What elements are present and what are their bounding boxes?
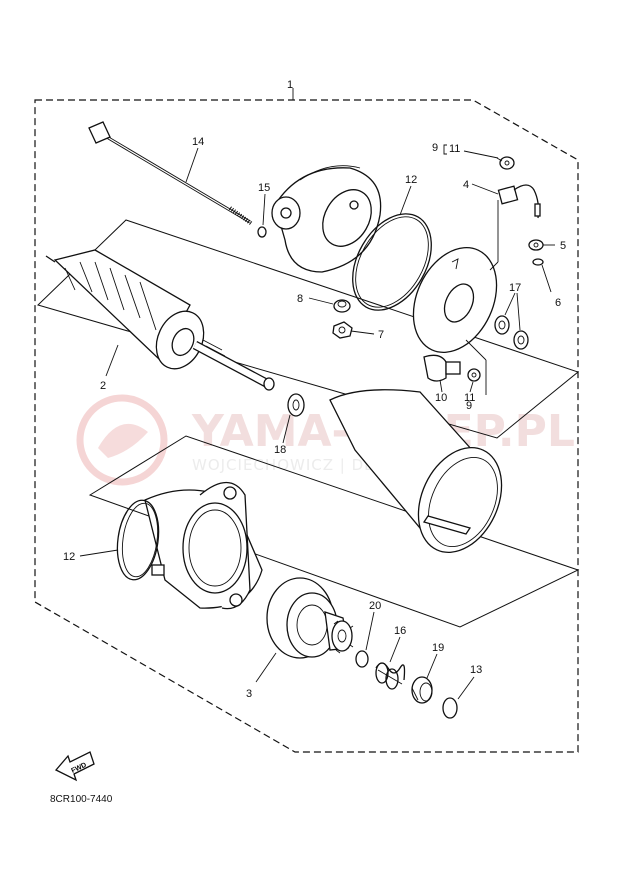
callout-13: 13 bbox=[470, 664, 482, 676]
collar-part-19 bbox=[411, 676, 433, 704]
callout-2: 2 bbox=[100, 380, 106, 392]
circlip-part-20 bbox=[355, 650, 369, 668]
callout-11-bottom: 11 bbox=[464, 392, 475, 404]
screw-with-washer-bottom bbox=[467, 368, 481, 382]
washers-part-17 bbox=[494, 315, 529, 350]
o-ring-small bbox=[257, 226, 267, 238]
leader-17b bbox=[516, 292, 521, 331]
brush-plate bbox=[412, 246, 498, 354]
leader-13 bbox=[457, 676, 475, 700]
leader-brush-group bbox=[465, 339, 487, 361]
leader-6 bbox=[541, 264, 552, 293]
leader-3 bbox=[255, 652, 277, 683]
leader-11b bbox=[469, 381, 474, 393]
rear-cover bbox=[271, 165, 382, 273]
callout-6: 6 bbox=[555, 297, 561, 309]
watermark-logo-mark bbox=[98, 423, 148, 458]
callout-3: 3 bbox=[246, 688, 252, 700]
assembly-boundary bbox=[34, 99, 579, 753]
callout-11-top: 11 bbox=[449, 143, 460, 155]
leader-11a bbox=[463, 150, 499, 159]
starter-clutch bbox=[266, 577, 354, 659]
o-ring-large-rear bbox=[352, 213, 432, 311]
nut-part-5 bbox=[528, 239, 544, 251]
leader-17a bbox=[504, 292, 516, 316]
leader-20 bbox=[365, 611, 375, 651]
leader-2 bbox=[105, 344, 119, 377]
front-cover bbox=[144, 481, 263, 610]
long-bolt bbox=[88, 121, 254, 226]
leader-15 bbox=[262, 193, 266, 226]
leader-16 bbox=[389, 636, 401, 663]
leader-7 bbox=[350, 330, 375, 335]
leader-8 bbox=[308, 297, 334, 305]
yoke-housing bbox=[329, 389, 503, 554]
bracket-9-11 bbox=[443, 144, 447, 155]
callout-12-top: 12 bbox=[405, 174, 417, 186]
callout-1: 1 bbox=[287, 79, 293, 91]
o-ring-large-front-inner bbox=[121, 502, 159, 578]
o-ring-large-front bbox=[116, 499, 160, 581]
o-ring-part-6 bbox=[532, 258, 544, 266]
callout-7: 7 bbox=[378, 329, 384, 341]
watermark: YAMA-SKLEP.PL WOJCIECHOWICZ | DEALER YAM… bbox=[76, 394, 575, 486]
callout-15: 15 bbox=[258, 182, 270, 194]
drawing-code: 8CR100-7440 bbox=[50, 794, 113, 805]
leader-4-ext2 bbox=[489, 261, 499, 271]
callout-4: 4 bbox=[463, 179, 469, 191]
leader-14 bbox=[185, 147, 199, 183]
leader-19 bbox=[426, 653, 438, 679]
nut-part-7 bbox=[332, 321, 353, 339]
armature-plane bbox=[37, 219, 580, 439]
leader-12b bbox=[79, 549, 119, 557]
leader-4 bbox=[471, 183, 499, 195]
leader-10 bbox=[439, 379, 443, 393]
watermark-logo-icon bbox=[76, 394, 168, 486]
callout-9-bottom: 9 bbox=[466, 400, 472, 412]
brush-with-lead bbox=[497, 184, 541, 219]
callout-9-top: 9 bbox=[432, 142, 438, 154]
callout-20: 20 bbox=[369, 600, 381, 612]
callout-16: 16 bbox=[394, 625, 406, 637]
callout-8: 8 bbox=[297, 293, 303, 305]
circlip-part-13 bbox=[442, 697, 458, 719]
leader-18 bbox=[282, 414, 291, 444]
callout-19: 19 bbox=[432, 642, 444, 654]
brush-holder-part-10 bbox=[423, 354, 461, 382]
callout-14: 14 bbox=[192, 136, 204, 148]
washer-part-18 bbox=[287, 393, 305, 417]
callout-12-bottom: 12 bbox=[63, 551, 75, 563]
o-ring-large-rear-inner bbox=[355, 216, 429, 308]
nut-part-8 bbox=[333, 299, 351, 313]
fwd-arrow-icon: FWD bbox=[54, 751, 95, 782]
callout-17: 17 bbox=[509, 282, 521, 294]
screw-with-washer-top bbox=[496, 156, 515, 170]
callout-5: 5 bbox=[560, 240, 566, 252]
housing-plane bbox=[88, 435, 580, 628]
spring-part-16 bbox=[375, 662, 406, 690]
leader-12a bbox=[399, 185, 412, 216]
armature bbox=[45, 249, 275, 391]
callout-18: 18 bbox=[274, 444, 286, 456]
callout-10: 10 bbox=[435, 392, 447, 404]
